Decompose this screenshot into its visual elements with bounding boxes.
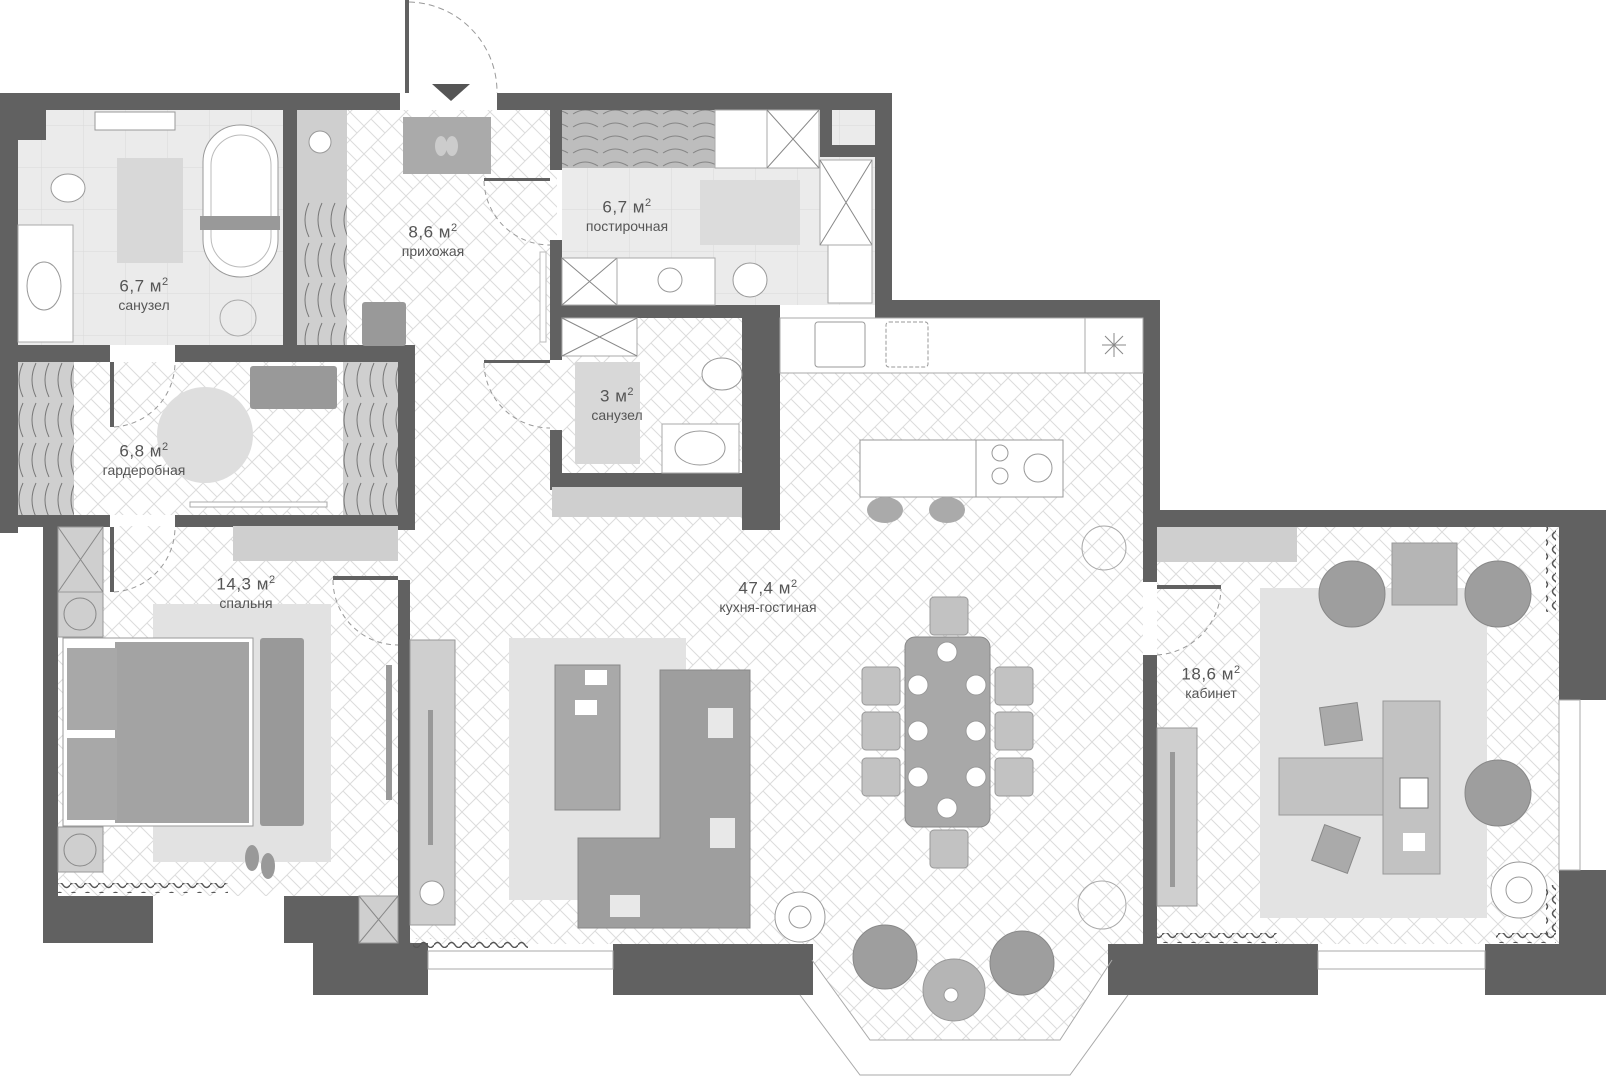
room-name: гардеробная	[102, 462, 186, 479]
round-rug	[157, 387, 253, 483]
study-fixtures	[1156, 527, 1581, 970]
pouf	[362, 302, 406, 346]
armchair	[1464, 560, 1532, 628]
ottoman	[250, 366, 337, 409]
room-area: 6,7	[119, 276, 145, 296]
armchair	[1464, 759, 1532, 827]
room-area: 8,6	[408, 222, 434, 242]
coffee-table	[554, 664, 621, 811]
hallway-fixtures	[297, 110, 547, 346]
desk	[1278, 757, 1388, 816]
room-name: санузел	[118, 297, 170, 314]
laundry-fixtures	[561, 109, 873, 306]
room-label-laundry: 6,7 м2 постирочная	[585, 197, 669, 235]
room-name: постирочная	[585, 218, 669, 235]
toilet-2	[701, 357, 743, 391]
bedroom-fixtures	[57, 526, 399, 944]
room-area: 6,7	[602, 197, 628, 217]
entrance-door[interactable]	[405, 0, 498, 101]
room-label-bathroom-1: 6,7 м2 санузел	[118, 276, 170, 314]
plant-icon	[1077, 880, 1127, 930]
walls	[0, 93, 1606, 995]
bathroom-1-fixtures	[17, 111, 280, 343]
room-label-hallway: 8,6 м2 прихожая	[401, 222, 465, 260]
cooktop	[975, 439, 1064, 498]
wardrobe-fixtures	[18, 361, 398, 515]
laptop-icon	[1399, 777, 1429, 809]
bench	[260, 638, 304, 826]
room-area: 47,4	[738, 578, 774, 598]
room-label-wardrobe: 6,8 м2 гардеробная	[102, 441, 186, 479]
entrance-arrow-icon	[432, 84, 470, 101]
room-name: кухня-гостиная	[719, 599, 817, 616]
room-name: спальня	[219, 595, 273, 612]
lamp-icon	[1490, 861, 1548, 919]
bath-2-mat	[575, 362, 640, 464]
sofa	[577, 669, 751, 929]
armchair	[1318, 560, 1386, 628]
interior-doors	[483, 178, 551, 429]
bathtub	[202, 124, 279, 278]
room-area: 6,8	[119, 441, 145, 461]
bath-mat	[117, 158, 183, 263]
kitchen-living-fixtures	[409, 317, 1144, 1076]
armchair-left	[852, 924, 918, 990]
room-name: санузел	[591, 407, 643, 424]
room-area: 18,6	[1181, 664, 1217, 684]
laundry-rug	[700, 180, 800, 245]
study-side-table	[1391, 542, 1458, 606]
armchair-right	[989, 930, 1055, 996]
room-label-kitchen-living: 47,4 м2 кухня-гостиная	[719, 578, 817, 616]
room-name: кабинет	[1185, 685, 1237, 702]
study-rug	[1260, 588, 1487, 918]
bathroom-2-fixtures	[552, 317, 743, 517]
room-label-bathroom-2: 3 м2 санузел	[591, 386, 643, 424]
kitchen-island	[859, 439, 977, 498]
plant-icon	[219, 299, 257, 337]
room-label-study: 18,6 м2 кабинет	[1181, 664, 1241, 702]
tv-console	[1156, 727, 1198, 907]
room-area: 3	[599, 386, 610, 406]
toilet	[50, 173, 86, 203]
room-area: 14,3	[216, 574, 252, 594]
plant-icon	[1081, 525, 1127, 571]
sink-vanity	[17, 224, 74, 343]
washing-machine	[616, 257, 716, 306]
lamp-icon	[774, 891, 826, 943]
room-name: прихожая	[401, 243, 465, 260]
room-label-bedroom: 14,3 м2 спальня	[216, 574, 276, 612]
